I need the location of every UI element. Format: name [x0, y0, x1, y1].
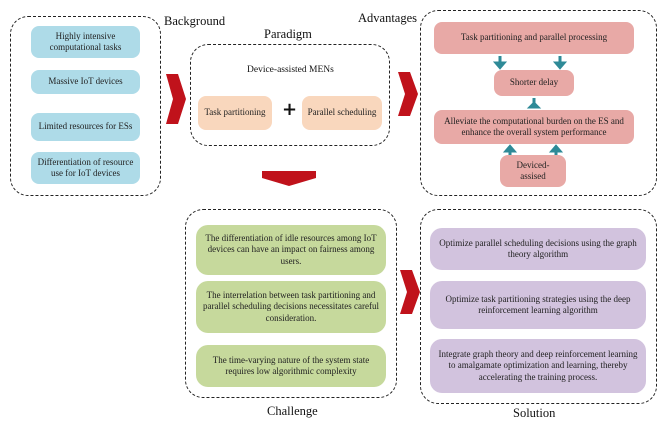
challenge-label: Challenge	[267, 404, 318, 418]
advantages-group	[420, 10, 657, 196]
plus-icon: +	[282, 99, 298, 120]
advantage-parallel-processing: Task partitioning and parallel processin…	[434, 22, 634, 54]
advantages-label: Advantages	[358, 11, 418, 25]
solution-integration: Integrate graph theory and deep reinforc…	[430, 339, 646, 393]
background-item-limited-resources: Limited resources for ESs	[31, 113, 140, 141]
background-item-resource-differentiation: Differentiation of resource use for IoT …	[31, 152, 140, 184]
solution-group	[420, 209, 657, 404]
challenge-interrelation: The interrelation between task partition…	[196, 281, 386, 333]
advantage-shorter-delay: Shorter delay	[494, 70, 574, 96]
chevron-right-icon	[400, 270, 420, 314]
challenge-time-varying: The time-varying nature of the system st…	[196, 345, 386, 387]
solution-graph-theory: Optimize parallel scheduling decisions u…	[430, 228, 646, 270]
paradigm-group	[190, 44, 390, 146]
solution-drl: Optimize task partitioning strategies us…	[430, 281, 646, 329]
background-item-computational-tasks: Highly intensive computational tasks	[31, 26, 140, 58]
paradigm-subtitle: Device-assisted MENs	[247, 65, 334, 75]
solution-label: Solution	[513, 406, 556, 420]
background-group	[10, 16, 161, 196]
chevron-right-icon	[398, 72, 418, 116]
challenge-fairness: The differentiation of idle resources am…	[196, 225, 386, 275]
advantage-device-assisted: Deviced-assised	[500, 155, 566, 187]
paradigm-parallel-scheduling: Parallel scheduling	[302, 96, 382, 130]
advantage-alleviate-burden: Alleviate the computational burden on th…	[434, 110, 634, 144]
paradigm-task-partitioning: Task partitioning	[198, 96, 272, 130]
chevron-down-icon	[262, 171, 316, 186]
background-label: Background	[164, 14, 226, 28]
paradigm-label: Paradigm	[264, 27, 312, 41]
chevron-right-icon	[166, 74, 186, 124]
background-item-iot-devices: Massive IoT devices	[31, 70, 140, 94]
challenge-group	[185, 209, 397, 398]
